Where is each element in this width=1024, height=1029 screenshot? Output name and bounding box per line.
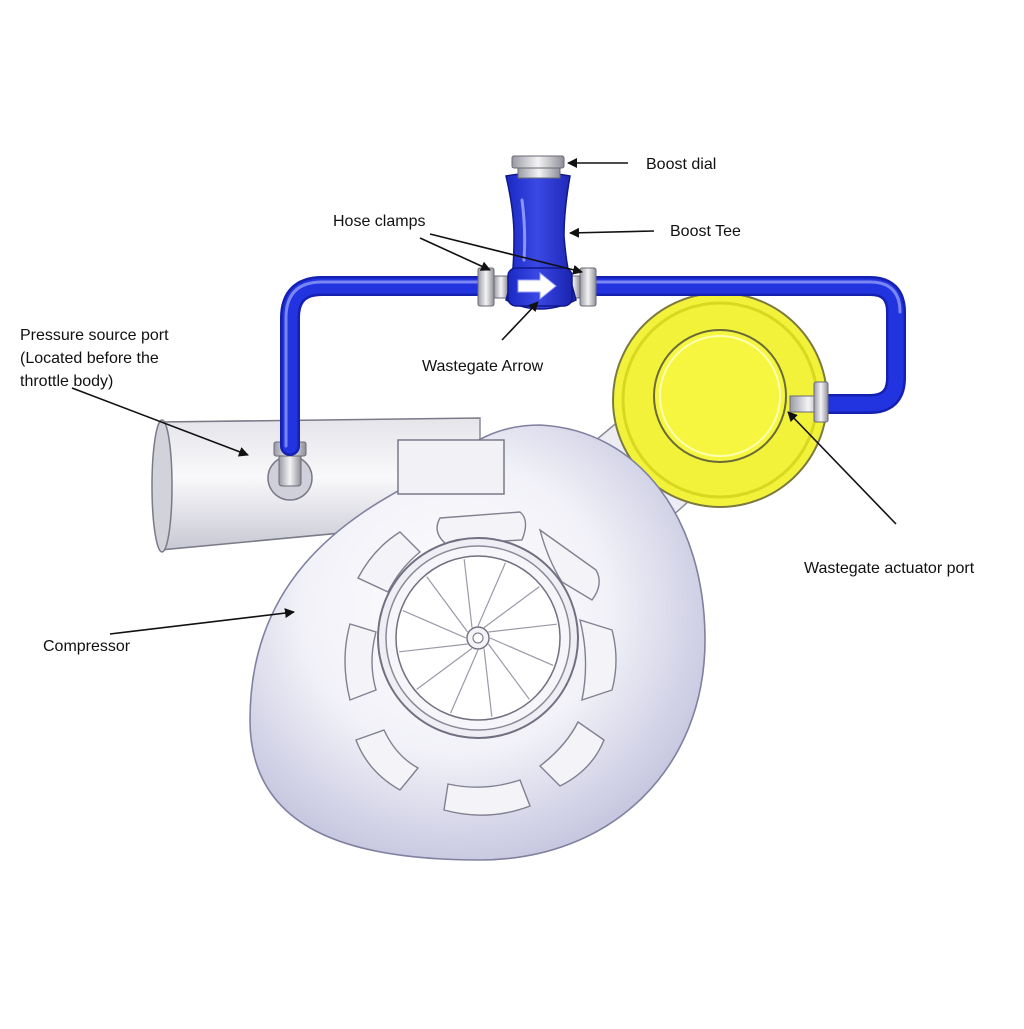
label-pressure-source-port: Pressure source port (Located before the… [20, 327, 173, 390]
arrow-compressor [109, 608, 295, 635]
wastegate-arrow-icon [517, 271, 557, 301]
compressor-housing [151, 417, 706, 861]
arrow-hose-clamp-right [429, 233, 583, 275]
label-boost-dial: Boost dial [646, 156, 716, 173]
wastegate-actuator-port [789, 381, 829, 423]
boost-tee [505, 172, 577, 310]
pressure-source-port [267, 441, 313, 501]
wheel-blade [483, 648, 493, 717]
wheel-blade [489, 637, 554, 666]
actuator-diaphragm [653, 329, 787, 463]
housing-boss [397, 439, 505, 495]
wheel-blade [402, 610, 467, 639]
wheel-blade [488, 623, 557, 633]
label-wastegate-arrow: Wastegate Arrow [422, 358, 544, 375]
label-wastegate-actuator-port: Wastegate actuator port [804, 560, 975, 577]
label-hose-clamps: Hose clamps [333, 213, 425, 230]
wheel-blade [487, 643, 530, 700]
arrow-wastegate-arrow [501, 301, 539, 341]
arrow-actuator-port [787, 411, 897, 525]
arrow-pressure-source [71, 387, 249, 457]
wheel-blade [450, 649, 479, 714]
inlet-mouth [151, 419, 173, 553]
wheel-blade [426, 576, 469, 633]
hose-clamp-left [477, 267, 509, 307]
boost-hose [280, 276, 906, 456]
wheel-blade [416, 647, 473, 690]
boost-dial [511, 155, 565, 179]
arrow-hose-clamp-left [419, 237, 491, 271]
label-boost-tee: Boost Tee [670, 223, 741, 240]
label-compressor: Compressor [43, 638, 131, 655]
wheel-blade [463, 559, 473, 628]
wheel-blade [477, 562, 506, 627]
leader-arrows [71, 158, 897, 635]
wheel-blade [399, 643, 468, 653]
wheel-blade [483, 586, 540, 629]
arrow-boost-tee [569, 227, 655, 238]
